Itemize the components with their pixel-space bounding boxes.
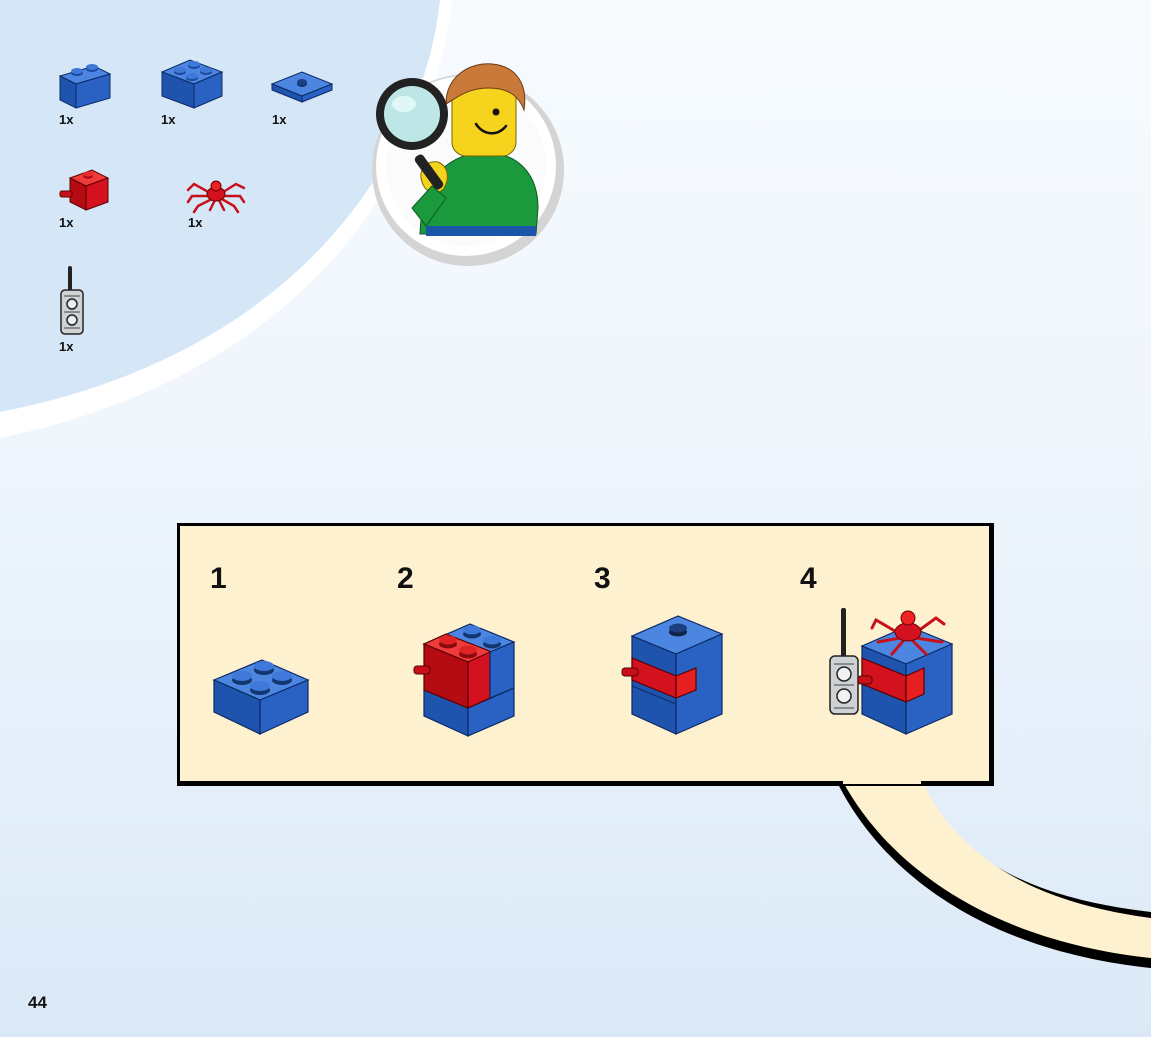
part-quantity: 1x xyxy=(272,112,287,127)
part-blue-plate-2x2-stud xyxy=(270,71,334,103)
part-quantity: 1x xyxy=(188,215,203,230)
parts-bubble xyxy=(0,0,440,412)
steps-panel xyxy=(180,526,989,781)
part-quantity: 1x xyxy=(59,215,74,230)
step-1-illustration xyxy=(212,659,310,735)
part-quantity: 1x xyxy=(161,112,176,127)
step-number: 4 xyxy=(800,562,817,595)
panel-ribbon-join xyxy=(843,778,921,784)
part-quantity: 1x xyxy=(59,339,74,354)
part-blue-brick-2x1 xyxy=(58,64,112,109)
page-number: 44 xyxy=(28,993,47,1012)
part-quantity: 1x xyxy=(59,112,74,127)
part-red-spider xyxy=(186,180,246,214)
step-number: 1 xyxy=(210,562,227,595)
minifigure-illustration xyxy=(372,63,564,266)
step-4-illustration xyxy=(829,608,954,735)
part-grey-walkie-talkie xyxy=(60,266,84,335)
step-number: 3 xyxy=(594,562,611,595)
step-3-illustration xyxy=(621,615,724,735)
step-number: 2 xyxy=(397,562,414,595)
step-2-illustration xyxy=(413,623,516,737)
connector-ribbon xyxy=(842,780,1151,958)
part-blue-brick-2x2 xyxy=(160,59,224,109)
part-red-brick-with-pin xyxy=(59,169,110,211)
